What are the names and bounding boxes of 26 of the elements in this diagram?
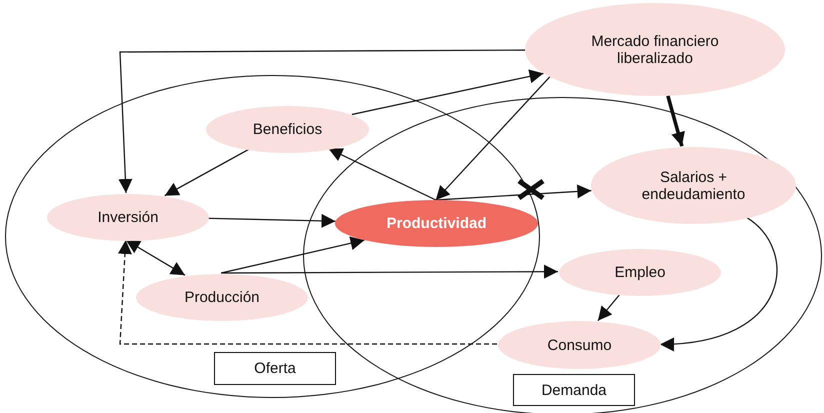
node-label: Productividad [386, 215, 486, 232]
node-label: Salarios + endeudamiento [640, 168, 746, 202]
ellipse-node [335, 200, 538, 247]
arrow [221, 264, 558, 279]
arrow [666, 95, 685, 147]
node-label: Producción [184, 289, 260, 306]
arrow [221, 236, 365, 274]
arrow [328, 148, 436, 201]
arrow [208, 214, 336, 228]
node-label: Consumo [547, 336, 612, 354]
ellipse-node [136, 274, 308, 321]
arrow [118, 240, 497, 345]
arrow [352, 70, 544, 116]
region-label: Demanda [513, 374, 635, 406]
arrow [436, 184, 592, 201]
node-label: Empleo [614, 264, 666, 281]
node-label: Mercado financiero liberalizado [590, 32, 720, 66]
arrow [164, 148, 250, 196]
node-label: Inversión [98, 209, 158, 226]
arrow [118, 50, 525, 194]
arrow [435, 76, 550, 200]
region-label: Oferta [214, 352, 336, 385]
node-label: Beneficios [252, 121, 322, 138]
arrow [597, 294, 620, 322]
arrow [126, 239, 186, 276]
arrow [660, 216, 778, 351]
